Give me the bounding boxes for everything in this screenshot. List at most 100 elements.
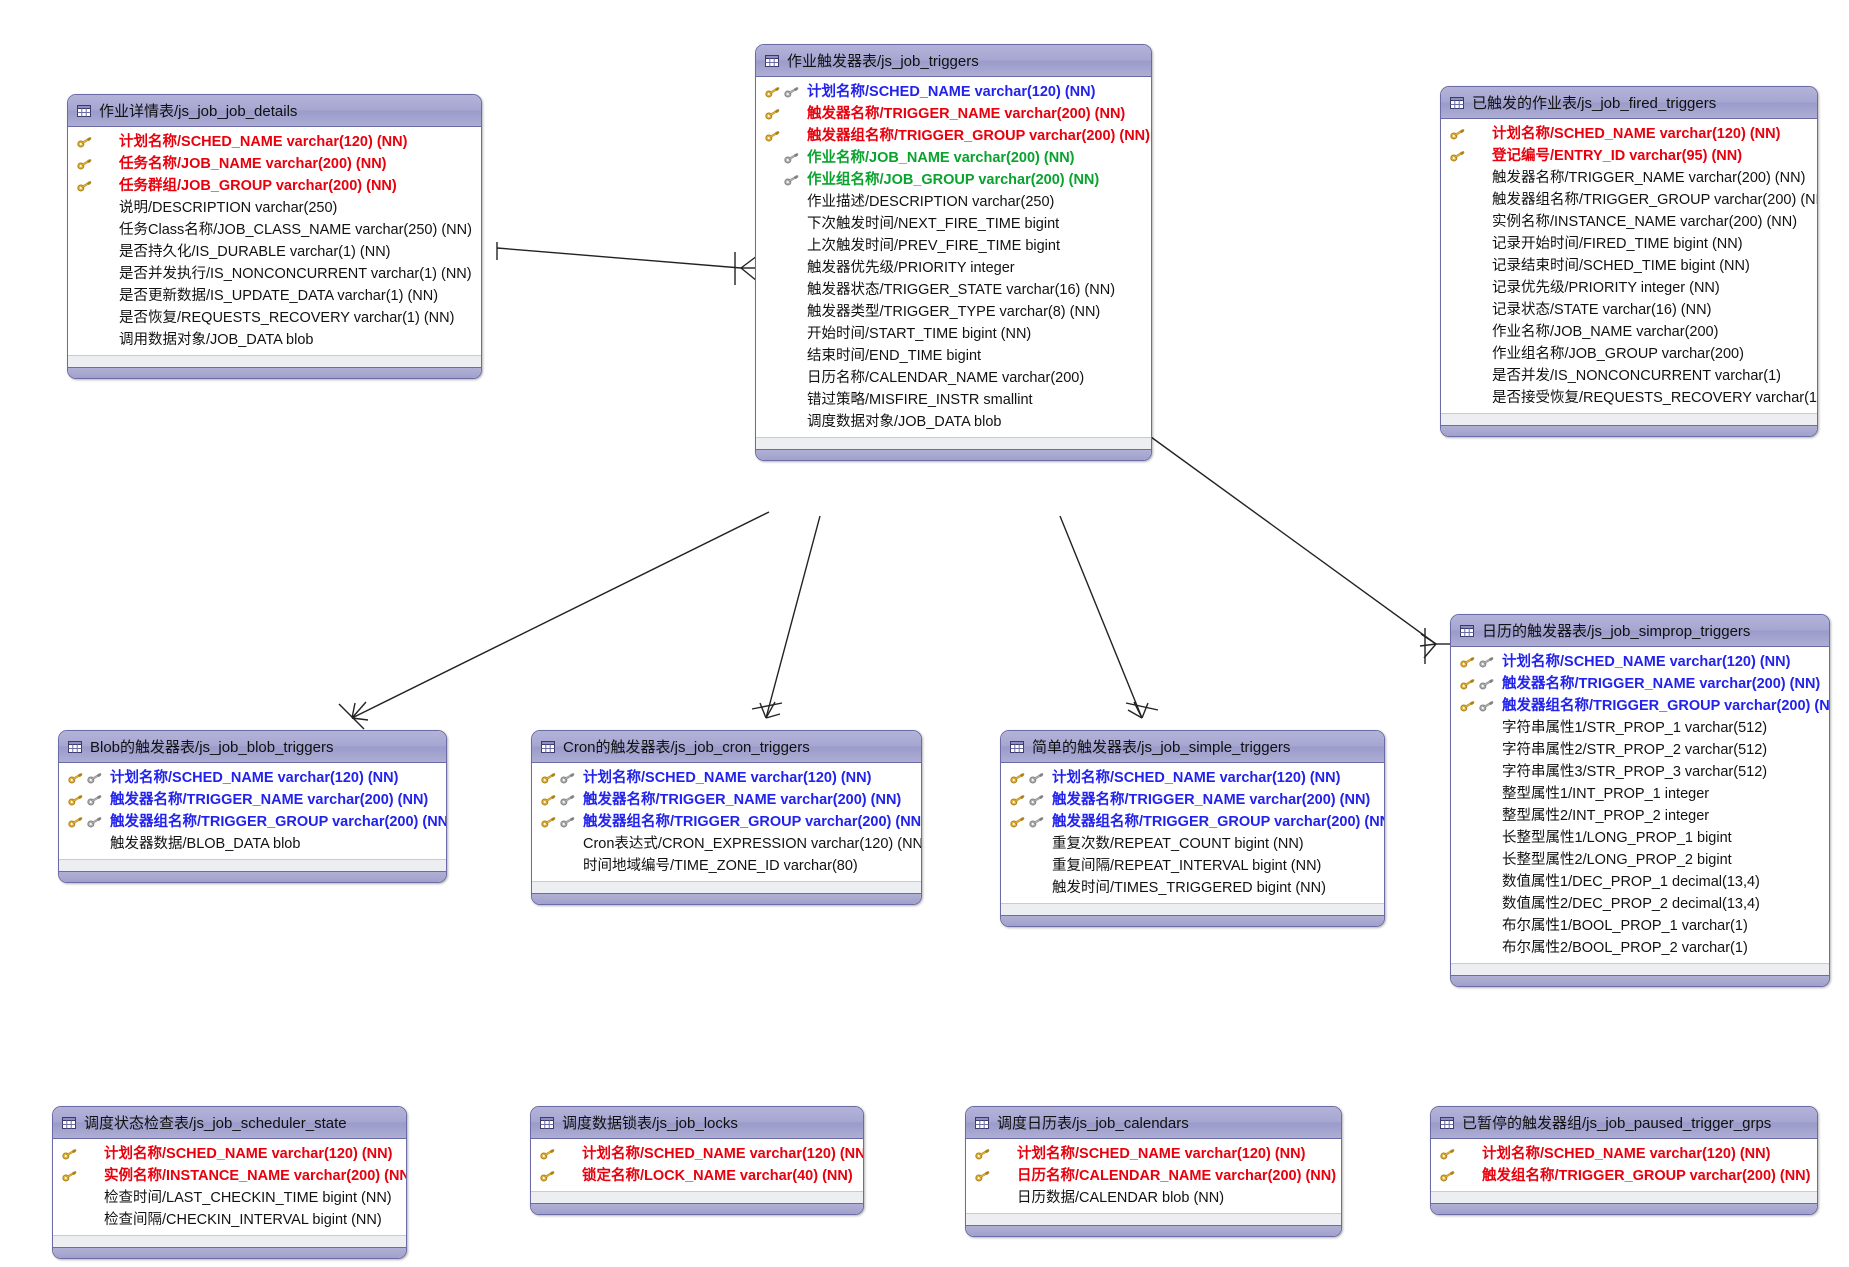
- attribute-row[interactable]: 结束时间/END_TIME bigint: [756, 345, 1151, 367]
- attribute-row[interactable]: 重复次数/REPEAT_COUNT bigint (NN): [1001, 833, 1384, 855]
- attribute-row[interactable]: 数值属性1/DEC_PROP_1 decimal(13,4): [1451, 871, 1829, 893]
- entity-header-blob_triggers[interactable]: Blob的触发器表/js_job_blob_triggers: [59, 731, 446, 763]
- entity-scheduler_state[interactable]: 调度状态检查表/js_job_scheduler_state 计划名称/SCHED…: [52, 1106, 407, 1259]
- attribute-row[interactable]: 任务名称/JOB_NAME varchar(200) (NN): [68, 153, 481, 175]
- attribute-row[interactable]: 调用数据对象/JOB_DATA blob: [68, 329, 481, 351]
- attribute-row[interactable]: 记录开始时间/FIRED_TIME bigint (NN): [1441, 233, 1817, 255]
- attribute-row[interactable]: 作业组名称/JOB_GROUP varchar(200): [1441, 343, 1817, 365]
- attribute-row[interactable]: 字符串属性1/STR_PROP_1 varchar(512): [1451, 717, 1829, 739]
- attribute-row[interactable]: 日历名称/CALENDAR_NAME varchar(200) (NN): [966, 1165, 1341, 1187]
- attribute-row[interactable]: 调度数据对象/JOB_DATA blob: [756, 411, 1151, 433]
- attribute-row[interactable]: 触发器名称/TRIGGER_NAME varchar(200) (NN): [1441, 167, 1817, 189]
- attribute-row[interactable]: 触发器名称/TRIGGER_NAME varchar(200) (NN): [59, 789, 446, 811]
- attribute-row[interactable]: 触发器名称/TRIGGER_NAME varchar(200) (NN): [1001, 789, 1384, 811]
- attribute-row[interactable]: 日历名称/CALENDAR_NAME varchar(200): [756, 367, 1151, 389]
- attribute-row[interactable]: 计划名称/SCHED_NAME varchar(120) (NN): [1441, 123, 1817, 145]
- entity-locks[interactable]: 调度数据锁表/js_job_locks 计划名称/SCHED_NAME varch…: [530, 1106, 864, 1215]
- attribute-row[interactable]: 下次触发时间/NEXT_FIRE_TIME bigint: [756, 213, 1151, 235]
- attribute-row[interactable]: 登记编号/ENTRY_ID varchar(95) (NN): [1441, 145, 1817, 167]
- entity-header-scheduler_state[interactable]: 调度状态检查表/js_job_scheduler_state: [53, 1107, 406, 1139]
- attribute-row[interactable]: 实例名称/INSTANCE_NAME varchar(200) (NN): [53, 1165, 406, 1187]
- attribute-row[interactable]: 计划名称/SCHED_NAME varchar(120) (NN): [756, 81, 1151, 103]
- attribute-row[interactable]: 触发器组名称/TRIGGER_GROUP varchar(200) (NN): [59, 811, 446, 833]
- attribute-row[interactable]: 检查间隔/CHECKIN_INTERVAL bigint (NN): [53, 1209, 406, 1231]
- attribute-row[interactable]: 计划名称/SCHED_NAME varchar(120) (NN): [53, 1143, 406, 1165]
- attribute-row[interactable]: 计划名称/SCHED_NAME varchar(120) (NN): [59, 767, 446, 789]
- attribute-row[interactable]: 是否并发执行/IS_NONCONCURRENT varchar(1) (NN): [68, 263, 481, 285]
- attribute-row[interactable]: 记录优先级/PRIORITY integer (NN): [1441, 277, 1817, 299]
- attribute-row[interactable]: 日历数据/CALENDAR blob (NN): [966, 1187, 1341, 1209]
- attribute-row[interactable]: 是否接受恢复/REQUESTS_RECOVERY varchar(1): [1441, 387, 1817, 409]
- attribute-row[interactable]: 计划名称/SCHED_NAME varchar(120) (NN): [966, 1143, 1341, 1165]
- attribute-row[interactable]: 触发器状态/TRIGGER_STATE varchar(16) (NN): [756, 279, 1151, 301]
- entity-job_triggers[interactable]: 作业触发器表/js_job_triggers 计划名称/SCHED_NAME va…: [755, 44, 1152, 461]
- attribute-row[interactable]: 触发器组名称/TRIGGER_GROUP varchar(200) (NN): [1441, 189, 1817, 211]
- attribute-row[interactable]: 触发器类型/TRIGGER_TYPE varchar(8) (NN): [756, 301, 1151, 323]
- attribute-row[interactable]: 计划名称/SCHED_NAME varchar(120) (NN): [68, 131, 481, 153]
- attribute-row[interactable]: 触发器名称/TRIGGER_NAME varchar(200) (NN): [532, 789, 921, 811]
- attribute-row[interactable]: Cron表达式/CRON_EXPRESSION varchar(120) (NN…: [532, 833, 921, 855]
- attribute-row[interactable]: 是否更新数据/IS_UPDATE_DATA varchar(1) (NN): [68, 285, 481, 307]
- attribute-row[interactable]: 整型属性2/INT_PROP_2 integer: [1451, 805, 1829, 827]
- attribute-row[interactable]: 是否并发/IS_NONCONCURRENT varchar(1): [1441, 365, 1817, 387]
- attribute-row[interactable]: 记录状态/STATE varchar(16) (NN): [1441, 299, 1817, 321]
- entity-simprop_triggers[interactable]: 日历的触发器表/js_job_simprop_triggers 计划名称/SCHE…: [1450, 614, 1830, 987]
- attribute-row[interactable]: 上次触发时间/PREV_FIRE_TIME bigint: [756, 235, 1151, 257]
- attribute-row[interactable]: 计划名称/SCHED_NAME varchar(120) (NN): [1001, 767, 1384, 789]
- attribute-row[interactable]: 数值属性2/DEC_PROP_2 decimal(13,4): [1451, 893, 1829, 915]
- attribute-row[interactable]: 是否持久化/IS_DURABLE varchar(1) (NN): [68, 241, 481, 263]
- attribute-row[interactable]: 作业组名称/JOB_GROUP varchar(200) (NN): [756, 169, 1151, 191]
- entity-header-calendars[interactable]: 调度日历表/js_job_calendars: [966, 1107, 1341, 1139]
- entity-simple_triggers[interactable]: 简单的触发器表/js_job_simple_triggers 计划名称/SCHED…: [1000, 730, 1385, 927]
- attribute-row[interactable]: 计划名称/SCHED_NAME varchar(120) (NN): [531, 1143, 863, 1165]
- attribute-row[interactable]: 错过策略/MISFIRE_INSTR smallint: [756, 389, 1151, 411]
- entity-header-simprop_triggers[interactable]: 日历的触发器表/js_job_simprop_triggers: [1451, 615, 1829, 647]
- entity-calendars[interactable]: 调度日历表/js_job_calendars 计划名称/SCHED_NAME va…: [965, 1106, 1342, 1237]
- attribute-row[interactable]: 重复间隔/REPEAT_INTERVAL bigint (NN): [1001, 855, 1384, 877]
- attribute-row[interactable]: 触发时间/TIMES_TRIGGERED bigint (NN): [1001, 877, 1384, 899]
- attribute-row[interactable]: 触发器数据/BLOB_DATA blob: [59, 833, 446, 855]
- attribute-row[interactable]: 计划名称/SCHED_NAME varchar(120) (NN): [1451, 651, 1829, 673]
- attribute-row[interactable]: 布尔属性2/BOOL_PROP_2 varchar(1): [1451, 937, 1829, 959]
- attribute-row[interactable]: 任务Class名称/JOB_CLASS_NAME varchar(250) (N…: [68, 219, 481, 241]
- entity-header-job_details[interactable]: 作业详情表/js_job_job_details: [68, 95, 481, 127]
- entity-header-cron_triggers[interactable]: Cron的触发器表/js_job_cron_triggers: [532, 731, 921, 763]
- attribute-row[interactable]: 是否恢复/REQUESTS_RECOVERY varchar(1) (NN): [68, 307, 481, 329]
- attribute-row[interactable]: 计划名称/SCHED_NAME varchar(120) (NN): [1431, 1143, 1817, 1165]
- attribute-row[interactable]: 触发器组名称/TRIGGER_GROUP varchar(200) (NN): [756, 125, 1151, 147]
- attribute-row[interactable]: 长整型属性1/LONG_PROP_1 bigint: [1451, 827, 1829, 849]
- attribute-row[interactable]: 记录结束时间/SCHED_TIME bigint (NN): [1441, 255, 1817, 277]
- attribute-row[interactable]: 任务群组/JOB_GROUP varchar(200) (NN): [68, 175, 481, 197]
- entity-blob_triggers[interactable]: Blob的触发器表/js_job_blob_triggers 计划名称/SCHED…: [58, 730, 447, 883]
- attribute-row[interactable]: 触发器组名称/TRIGGER_GROUP varchar(200) (NN): [1451, 695, 1829, 717]
- entity-job_details[interactable]: 作业详情表/js_job_job_details 计划名称/SCHED_NAME …: [67, 94, 482, 379]
- entity-header-locks[interactable]: 调度数据锁表/js_job_locks: [531, 1107, 863, 1139]
- attribute-row[interactable]: 触发器名称/TRIGGER_NAME varchar(200) (NN): [756, 103, 1151, 125]
- entity-header-simple_triggers[interactable]: 简单的触发器表/js_job_simple_triggers: [1001, 731, 1384, 763]
- attribute-row[interactable]: 锁定名称/LOCK_NAME varchar(40) (NN): [531, 1165, 863, 1187]
- attribute-row[interactable]: 检查时间/LAST_CHECKIN_TIME bigint (NN): [53, 1187, 406, 1209]
- attribute-row[interactable]: 实例名称/INSTANCE_NAME varchar(200) (NN): [1441, 211, 1817, 233]
- attribute-row[interactable]: 触发器组名称/TRIGGER_GROUP varchar(200) (NN): [532, 811, 921, 833]
- attribute-row[interactable]: 整型属性1/INT_PROP_1 integer: [1451, 783, 1829, 805]
- entity-paused_trigger_grps[interactable]: 已暂停的触发器组/js_job_paused_trigger_grps 计划名称/…: [1430, 1106, 1818, 1215]
- entity-header-paused_trigger_grps[interactable]: 已暂停的触发器组/js_job_paused_trigger_grps: [1431, 1107, 1817, 1139]
- attribute-row[interactable]: 字符串属性2/STR_PROP_2 varchar(512): [1451, 739, 1829, 761]
- entity-header-fired_triggers[interactable]: 已触发的作业表/js_job_fired_triggers: [1441, 87, 1817, 119]
- attribute-row[interactable]: 触发器组名称/TRIGGER_GROUP varchar(200) (NN): [1001, 811, 1384, 833]
- attribute-row[interactable]: 布尔属性1/BOOL_PROP_1 varchar(1): [1451, 915, 1829, 937]
- entity-header-job_triggers[interactable]: 作业触发器表/js_job_triggers: [756, 45, 1151, 77]
- attribute-row[interactable]: 触发组名称/TRIGGER_GROUP varchar(200) (NN): [1431, 1165, 1817, 1187]
- attribute-row[interactable]: 触发器名称/TRIGGER_NAME varchar(200) (NN): [1451, 673, 1829, 695]
- attribute-row[interactable]: 触发器优先级/PRIORITY integer: [756, 257, 1151, 279]
- attribute-row[interactable]: 开始时间/START_TIME bigint (NN): [756, 323, 1151, 345]
- entity-fired_triggers[interactable]: 已触发的作业表/js_job_fired_triggers 计划名称/SCHED_…: [1440, 86, 1818, 437]
- attribute-row[interactable]: 长整型属性2/LONG_PROP_2 bigint: [1451, 849, 1829, 871]
- attribute-row[interactable]: 字符串属性3/STR_PROP_3 varchar(512): [1451, 761, 1829, 783]
- attribute-row[interactable]: 作业描述/DESCRIPTION varchar(250): [756, 191, 1151, 213]
- attribute-row[interactable]: 作业名称/JOB_NAME varchar(200): [1441, 321, 1817, 343]
- attribute-row[interactable]: 时间地域编号/TIME_ZONE_ID varchar(80): [532, 855, 921, 877]
- attribute-row[interactable]: 计划名称/SCHED_NAME varchar(120) (NN): [532, 767, 921, 789]
- attribute-row[interactable]: 作业名称/JOB_NAME varchar(200) (NN): [756, 147, 1151, 169]
- attribute-row[interactable]: 说明/DESCRIPTION varchar(250): [68, 197, 481, 219]
